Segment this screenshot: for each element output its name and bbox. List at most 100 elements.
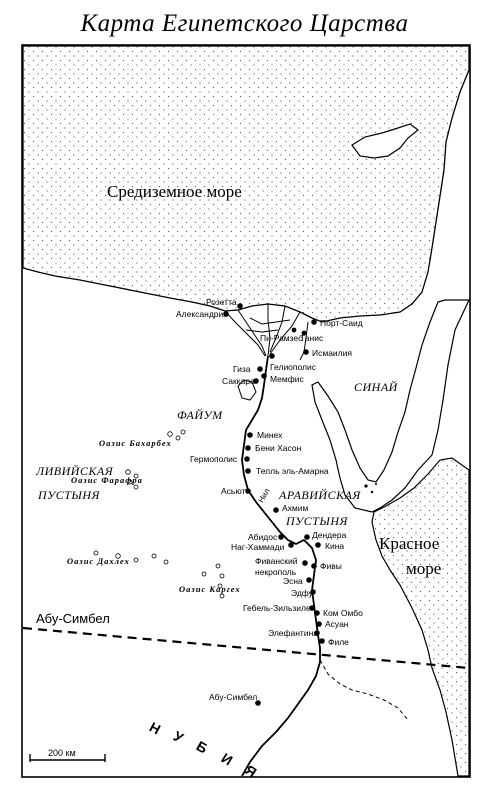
city-dot-minya [247,432,253,438]
city-dot-heliopolis [269,353,275,359]
city-theban-necropolis-line2: некрополь [255,567,297,577]
map-title: Карта Египетского Царства [80,10,409,37]
city-dot-qena [315,542,321,548]
city-dot-tanis [301,330,307,336]
cyprus-island [351,123,419,159]
city-theban-necropolis-line1: Фиванский [255,556,298,566]
city-memphis: Мемфис [270,374,304,384]
city-beni-hasan: Бени Хасон [255,443,302,453]
city-heliopolis: Гелиополис [270,362,317,372]
city-dot-nag-hammadi [288,542,294,548]
city-dot-ismailia [303,349,309,355]
arabian-desert-label-line2: ПУСТЫНЯ [285,514,349,528]
city-dot-philae [319,638,325,644]
city-dot-dendera [304,534,310,540]
city-dot-memphis [261,373,267,379]
city-dot-thebes [311,563,317,569]
nubia-letter-2: У [171,728,186,746]
scale-bar [29,754,106,762]
city-saqqara: Саккара [222,376,255,386]
island-2 [370,490,374,494]
city-rosetta: Розетта [206,297,237,307]
city-giza: Гиза [233,364,251,374]
nubia-letter-1: Н [147,719,163,738]
nubia-route [319,659,409,721]
red-sea [311,299,470,513]
city-dot-beni-hasan [245,445,251,451]
city-hermopolis: Гермополис [190,454,238,464]
city-gebel-silsila: Гебель-Зильзиле [243,603,311,613]
city-dot-alexandria [223,311,229,317]
island-1 [364,484,368,488]
city-minya: Минех [257,430,283,440]
city-dot-kom-ombo [314,610,320,616]
city-dot-theban-necropolis [302,560,308,566]
red-sea-label-line1: Красное [379,534,439,553]
red-sea-label-line2: море [406,559,441,578]
mediterranean-sea [22,45,470,323]
city-dot-gebel-silsila [309,605,315,611]
city-dendera: Дендера [312,530,347,540]
libyan-desert-label-line2: ПУСТЫНЯ [37,488,101,502]
city-dot-aswan [316,621,322,627]
city-thebes: Фивы [320,561,342,571]
city-elephantine: Элефантина [268,628,318,638]
oasis-bahariya-label: Оазис Бахарбех [99,438,172,448]
nile-delta [224,304,301,357]
city-dot-port-said [311,319,317,325]
nubia-letter-3: Б [194,738,211,757]
city-dot-saqqara [253,378,259,384]
oasis-rings [93,429,225,599]
city-asyut: Асьют [221,486,246,496]
city-dot-esna [306,577,312,583]
city-dot-elephantine [314,630,320,636]
libyan-desert-label-line1: ЛИВИЙСКАЯ [35,463,114,478]
nubia-letter-4: И [219,750,236,769]
city-dot-abydos [278,534,284,540]
city-dot-hermopolis [244,456,250,462]
city-abydos: Абидос [248,532,278,542]
city-abu-simbel: Абу-Симбел [209,692,257,702]
fayum-lake [237,379,257,401]
oasis-dakhla-label: Оазис Дахлех [67,556,130,566]
city-dot-rosetta [237,303,243,309]
city-esna: Эсна [283,576,303,586]
oasis-kharga-label: Оазис Каргех [179,584,241,594]
city-ismailia: Исмаилия [312,348,352,358]
red-sea-main [371,457,470,777]
mediterranean-sea-label: Средиземное море [107,182,242,201]
city-philae: Филе [328,637,349,647]
city-edfu: Эдфу [291,588,314,598]
city-dot-giza [257,366,263,372]
city-pi-ramesses: Пи-Рамзес [260,333,303,343]
island-3 [375,483,377,485]
abu-simbel-line-label: Абу-Симбел [36,611,110,626]
city-dot-abu-simbel [255,700,261,706]
city-dot-edfu [310,589,316,595]
nile-river [241,355,321,777]
scale-label: 200 км [48,748,76,758]
city-dot-pi-ramesses [291,327,297,333]
city-dot-akhmim [273,507,279,513]
abu-simbel-border-line [22,626,470,670]
suez-isthmus [299,321,309,361]
city-port-said: Порт-Саид [320,318,363,328]
city-akhmim: Ахмим [282,503,309,513]
city-alexandria: Александрия [176,309,228,319]
oasis-farafra-label: Оазис Фарафра [71,475,143,485]
arabian-desert-label-line1: АРАВИЙСКАЯ [278,487,361,502]
map-frame [21,44,471,778]
city-kom-ombo: Ком Омбо [323,608,363,618]
city-tanis: Танис [300,333,324,343]
city-nag-hammadi: Наг-Хаммади [231,542,285,552]
city-markers [223,303,325,706]
city-amarna: Телль эль-Амарна [256,466,329,476]
nile-label: Нил [256,486,271,504]
sinai-label: СИНАЙ [354,379,399,394]
city-aswan: Асуан [325,619,349,629]
city-dot-amarna [245,468,251,474]
city-qena: Кина [325,541,344,551]
city-dot-asyut [245,488,251,494]
fayum-label: ФАЙУМ [177,407,223,422]
